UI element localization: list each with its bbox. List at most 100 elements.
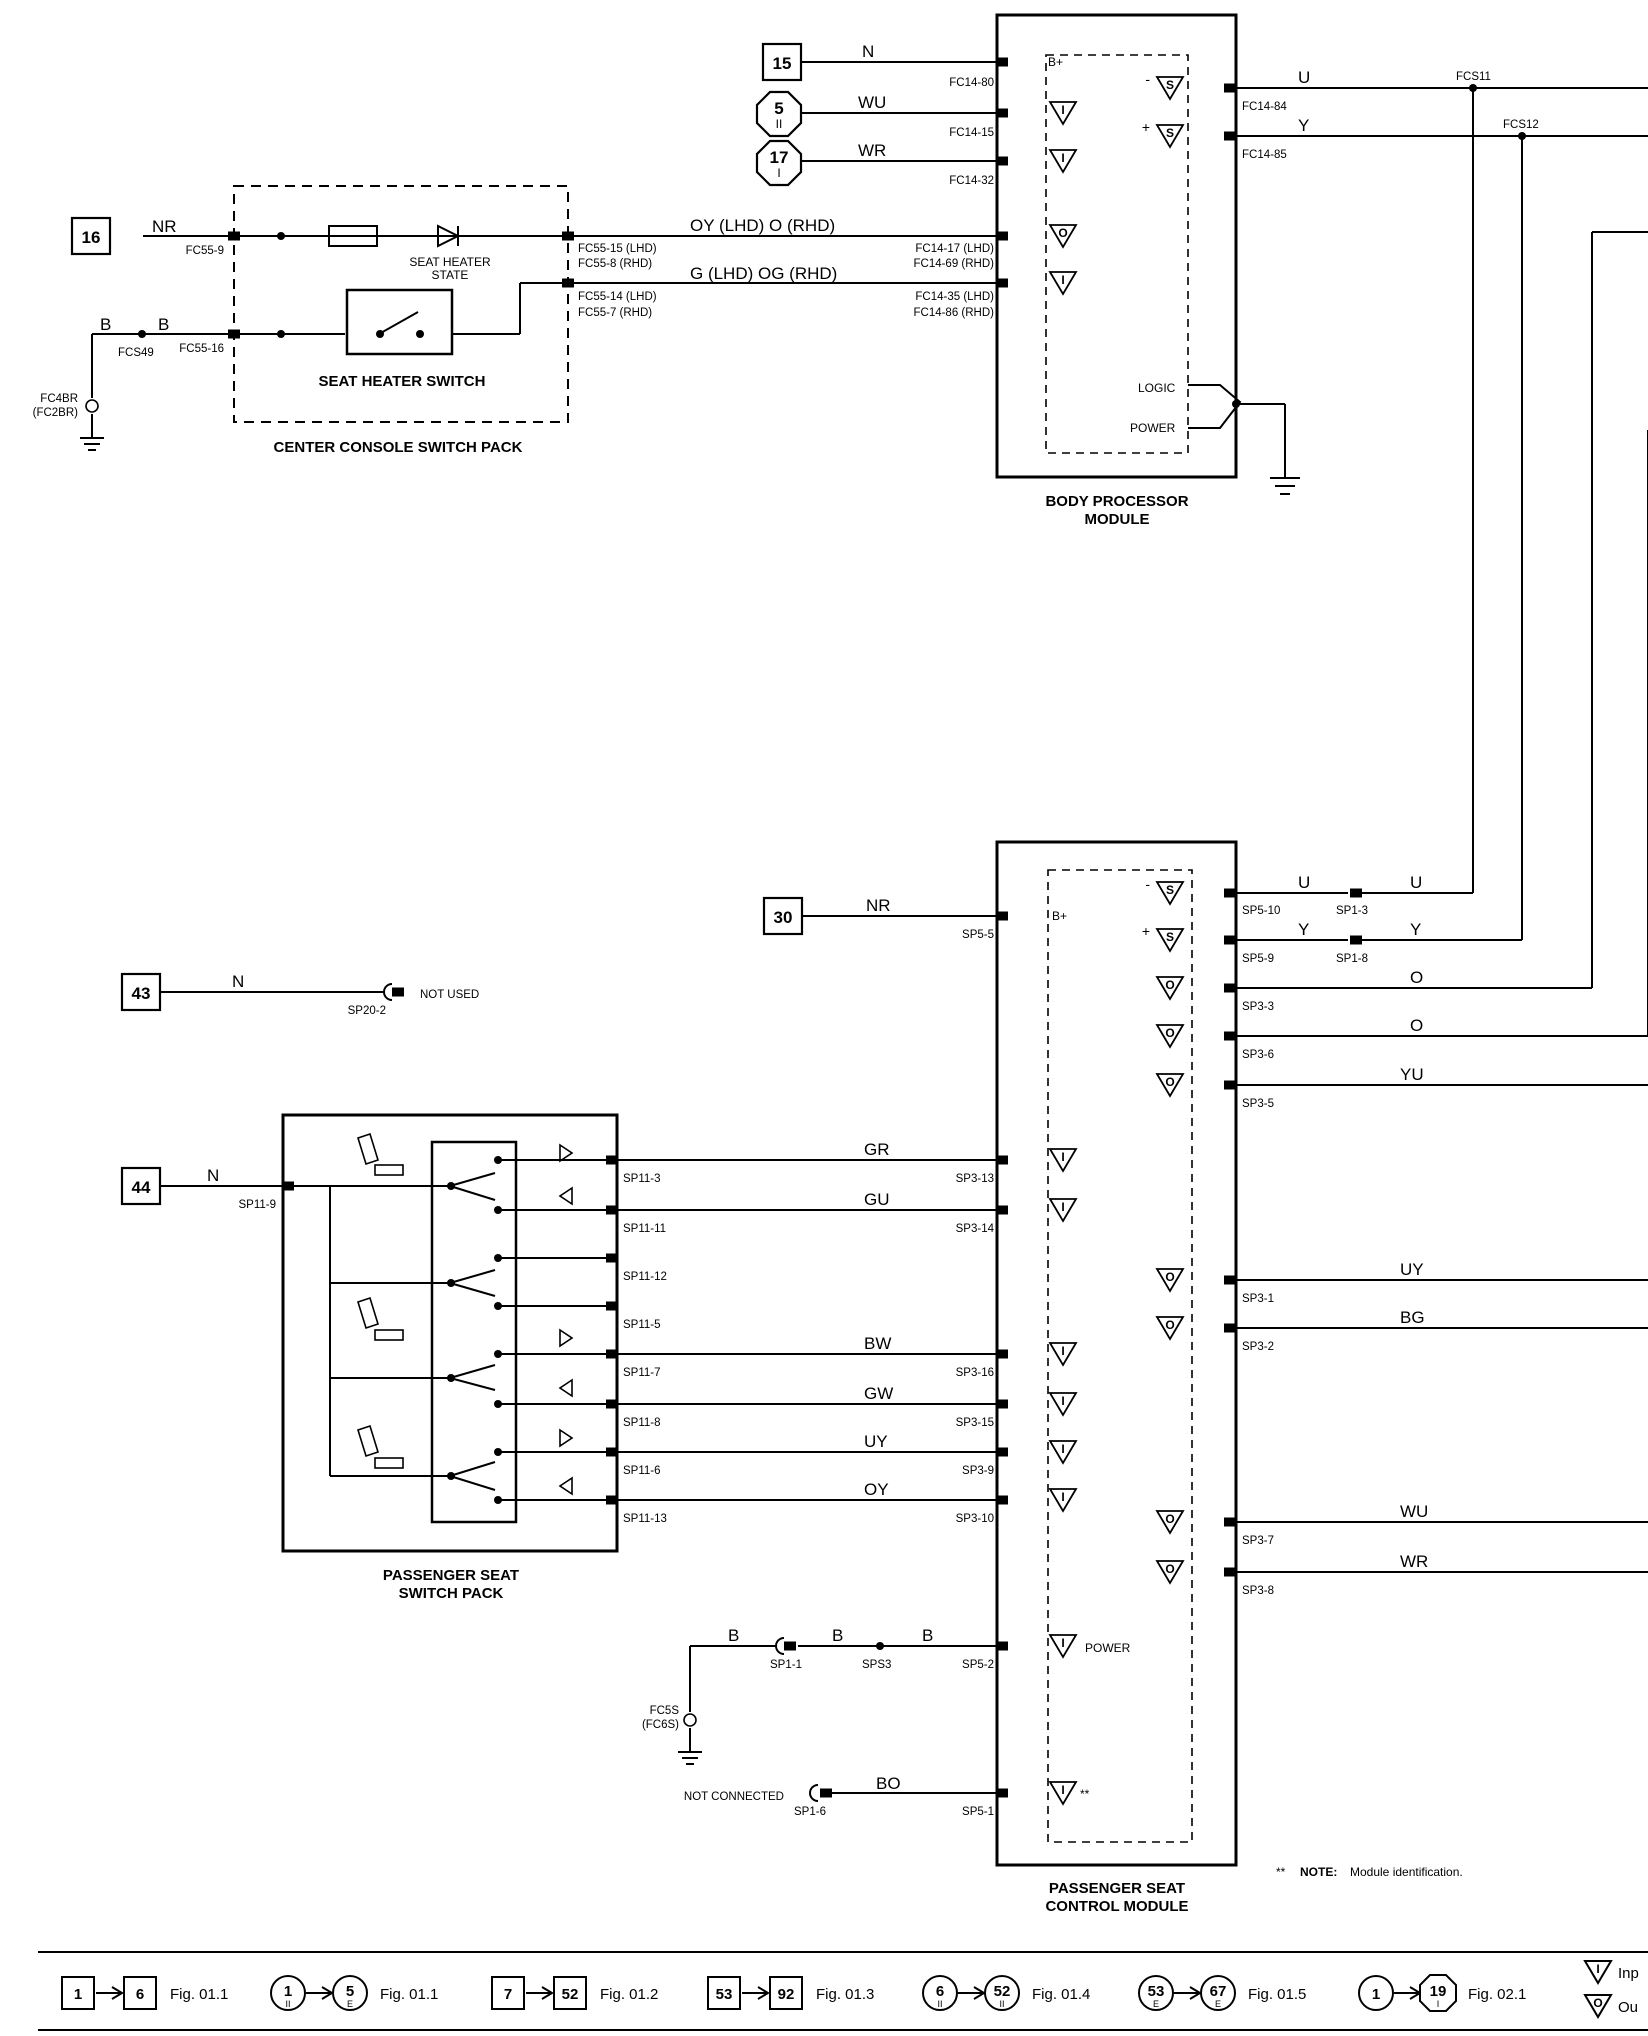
io-symbol-21: I <box>1061 1636 1064 1650</box>
note-marker: ** <box>1276 1865 1286 1879</box>
wire-u-2: U <box>1298 873 1310 892</box>
pin-sp3-13: SP3-13 <box>956 1173 994 1185</box>
sign-label-2: - <box>1145 876 1150 892</box>
pin-sp3-8: SP3-8 <box>1242 1585 1274 1597</box>
pin-fc14-32: FC14-32 <box>949 175 994 187</box>
ref-17: 17 <box>770 148 789 167</box>
svg-text:67: 67 <box>1210 1983 1227 2000</box>
io-symbol-11: O <box>1165 1270 1174 1284</box>
svg-text:II: II <box>999 1999 1004 2009</box>
legend-from-2: 7 <box>491 1976 525 2010</box>
io-symbol-0: I <box>1061 103 1064 117</box>
legend-key-triangle-1 <box>1583 1994 1613 2019</box>
svg-text:52: 52 <box>562 1986 579 2003</box>
io-symbol-13: O <box>1165 1512 1174 1526</box>
legend-from-5: 53E <box>1138 1975 1174 2011</box>
pin-fc14-17: FC14-17 (LHD) <box>915 243 994 255</box>
wire-nr-2: NR <box>866 896 891 915</box>
pin-sp11-6: SP11-6 <box>623 1465 661 1477</box>
wire-gw: GW <box>864 1384 893 1403</box>
legend-key-text-1: Ou <box>1618 1999 1638 2016</box>
wire-b-2: B <box>158 315 169 334</box>
note-label: NOTE: <box>1300 1865 1337 1879</box>
legend-key-triangle-0 <box>1583 1960 1613 1985</box>
wire-wr: WR <box>858 141 886 160</box>
pin-fc14-84: FC14-84 <box>1242 101 1287 113</box>
wire-y-2: Y <box>1298 920 1309 939</box>
svg-text:1: 1 <box>74 1986 82 2003</box>
wire-b-5: B <box>922 1626 933 1645</box>
pssp-title-2: SWITCH PACK <box>399 1585 504 1602</box>
svg-text:53: 53 <box>716 1986 733 2003</box>
legend-from-0: 1 <box>61 1976 95 2010</box>
svg-text:1: 1 <box>284 1983 292 2000</box>
wire-o-2: O <box>1410 1016 1423 1035</box>
wire-u: U <box>1298 68 1310 87</box>
legend-fig-0: Fig. 01.1 <box>170 1986 228 2003</box>
ref-5: 5 <box>774 99 783 118</box>
wire-bw: BW <box>864 1334 891 1353</box>
io-symbol-19: I <box>1061 1442 1064 1456</box>
svg-text:E: E <box>1153 1999 1159 2009</box>
pin-fc6s: (FC6S) <box>642 1719 679 1731</box>
wire-n-44: N <box>207 1166 219 1185</box>
legend-fig-4: Fig. 01.4 <box>1032 1986 1090 2003</box>
pin-sp20-2: SP20-2 <box>348 1005 386 1017</box>
note-text: Module identification. <box>1350 1865 1463 1879</box>
io-symbol-16: I <box>1061 1200 1064 1214</box>
svg-text:19: 19 <box>1430 1983 1447 2000</box>
io-symbol-9: O <box>1165 1026 1174 1040</box>
pin-sp3-6: SP3-6 <box>1242 1049 1274 1061</box>
io-symbol-3: I <box>1061 273 1064 287</box>
wire-wu-r: WU <box>1400 1502 1428 1521</box>
ref-15: 15 <box>773 54 792 73</box>
io-symbol-5: S <box>1166 126 1174 140</box>
pin-sp11-5: SP11-5 <box>623 1319 661 1331</box>
wire-u-3: U <box>1410 873 1422 892</box>
wire-oy: OY <box>864 1480 889 1499</box>
legend-key-text-0: Inp <box>1618 1965 1639 1982</box>
pin-sp3-15: SP3-15 <box>956 1417 994 1429</box>
legend-arrow-4 <box>958 1986 986 2000</box>
bpm-logic: LOGIC <box>1138 381 1176 395</box>
not-connected: NOT CONNECTED <box>684 1791 784 1803</box>
wire-yu: YU <box>1400 1065 1424 1084</box>
pscm-stars: ** <box>1080 1787 1090 1801</box>
wire-uy: UY <box>864 1432 888 1451</box>
legend-fig-3: Fig. 01.3 <box>816 1986 874 2003</box>
pin-fc14-85: FC14-85 <box>1242 149 1287 161</box>
legend-key-symbol-0: I <box>1596 1962 1599 1976</box>
pin-sp5-1: SP5-1 <box>962 1806 994 1818</box>
legend-to-5: 67E <box>1200 1975 1236 2011</box>
wire-wu: WU <box>858 93 886 112</box>
wire-bo: BO <box>876 1774 901 1793</box>
pin-sp11-8: SP11-8 <box>623 1417 661 1429</box>
wire-uy-r: UY <box>1400 1260 1424 1279</box>
bpm-title-2: MODULE <box>1085 511 1150 528</box>
legend-arrow-1 <box>306 1986 334 2000</box>
pin-sp1-6: SP1-6 <box>794 1806 826 1818</box>
pin-sp1-1: SP1-1 <box>770 1659 802 1671</box>
legend-to-1: 5E <box>332 1975 368 2011</box>
io-symbol-17: I <box>1061 1344 1064 1358</box>
legend-to-3: 92 <box>769 1976 803 2010</box>
sign-label-1: + <box>1142 119 1150 135</box>
pin-sp11-7: SP11-7 <box>623 1367 661 1379</box>
io-symbol-12: O <box>1165 1318 1174 1332</box>
svg-text:7: 7 <box>504 1986 512 2003</box>
pin-sp3-7: SP3-7 <box>1242 1535 1274 1547</box>
pin-fc14-80: FC14-80 <box>949 77 994 89</box>
pscm-bplus: B+ <box>1052 909 1067 923</box>
wire-gr: GR <box>864 1140 890 1159</box>
pin-sps3: SPS3 <box>862 1659 891 1671</box>
pin-sp1-3: SP1-3 <box>1336 905 1368 917</box>
svg-text:6: 6 <box>936 1983 944 2000</box>
pin-fc4br: FC4BR <box>40 393 78 405</box>
wire-y: Y <box>1298 116 1309 135</box>
wire-b-3: B <box>728 1626 739 1645</box>
pin-sp5-10: SP5-10 <box>1242 905 1280 917</box>
pin-fc5s: FC5S <box>650 1705 680 1717</box>
